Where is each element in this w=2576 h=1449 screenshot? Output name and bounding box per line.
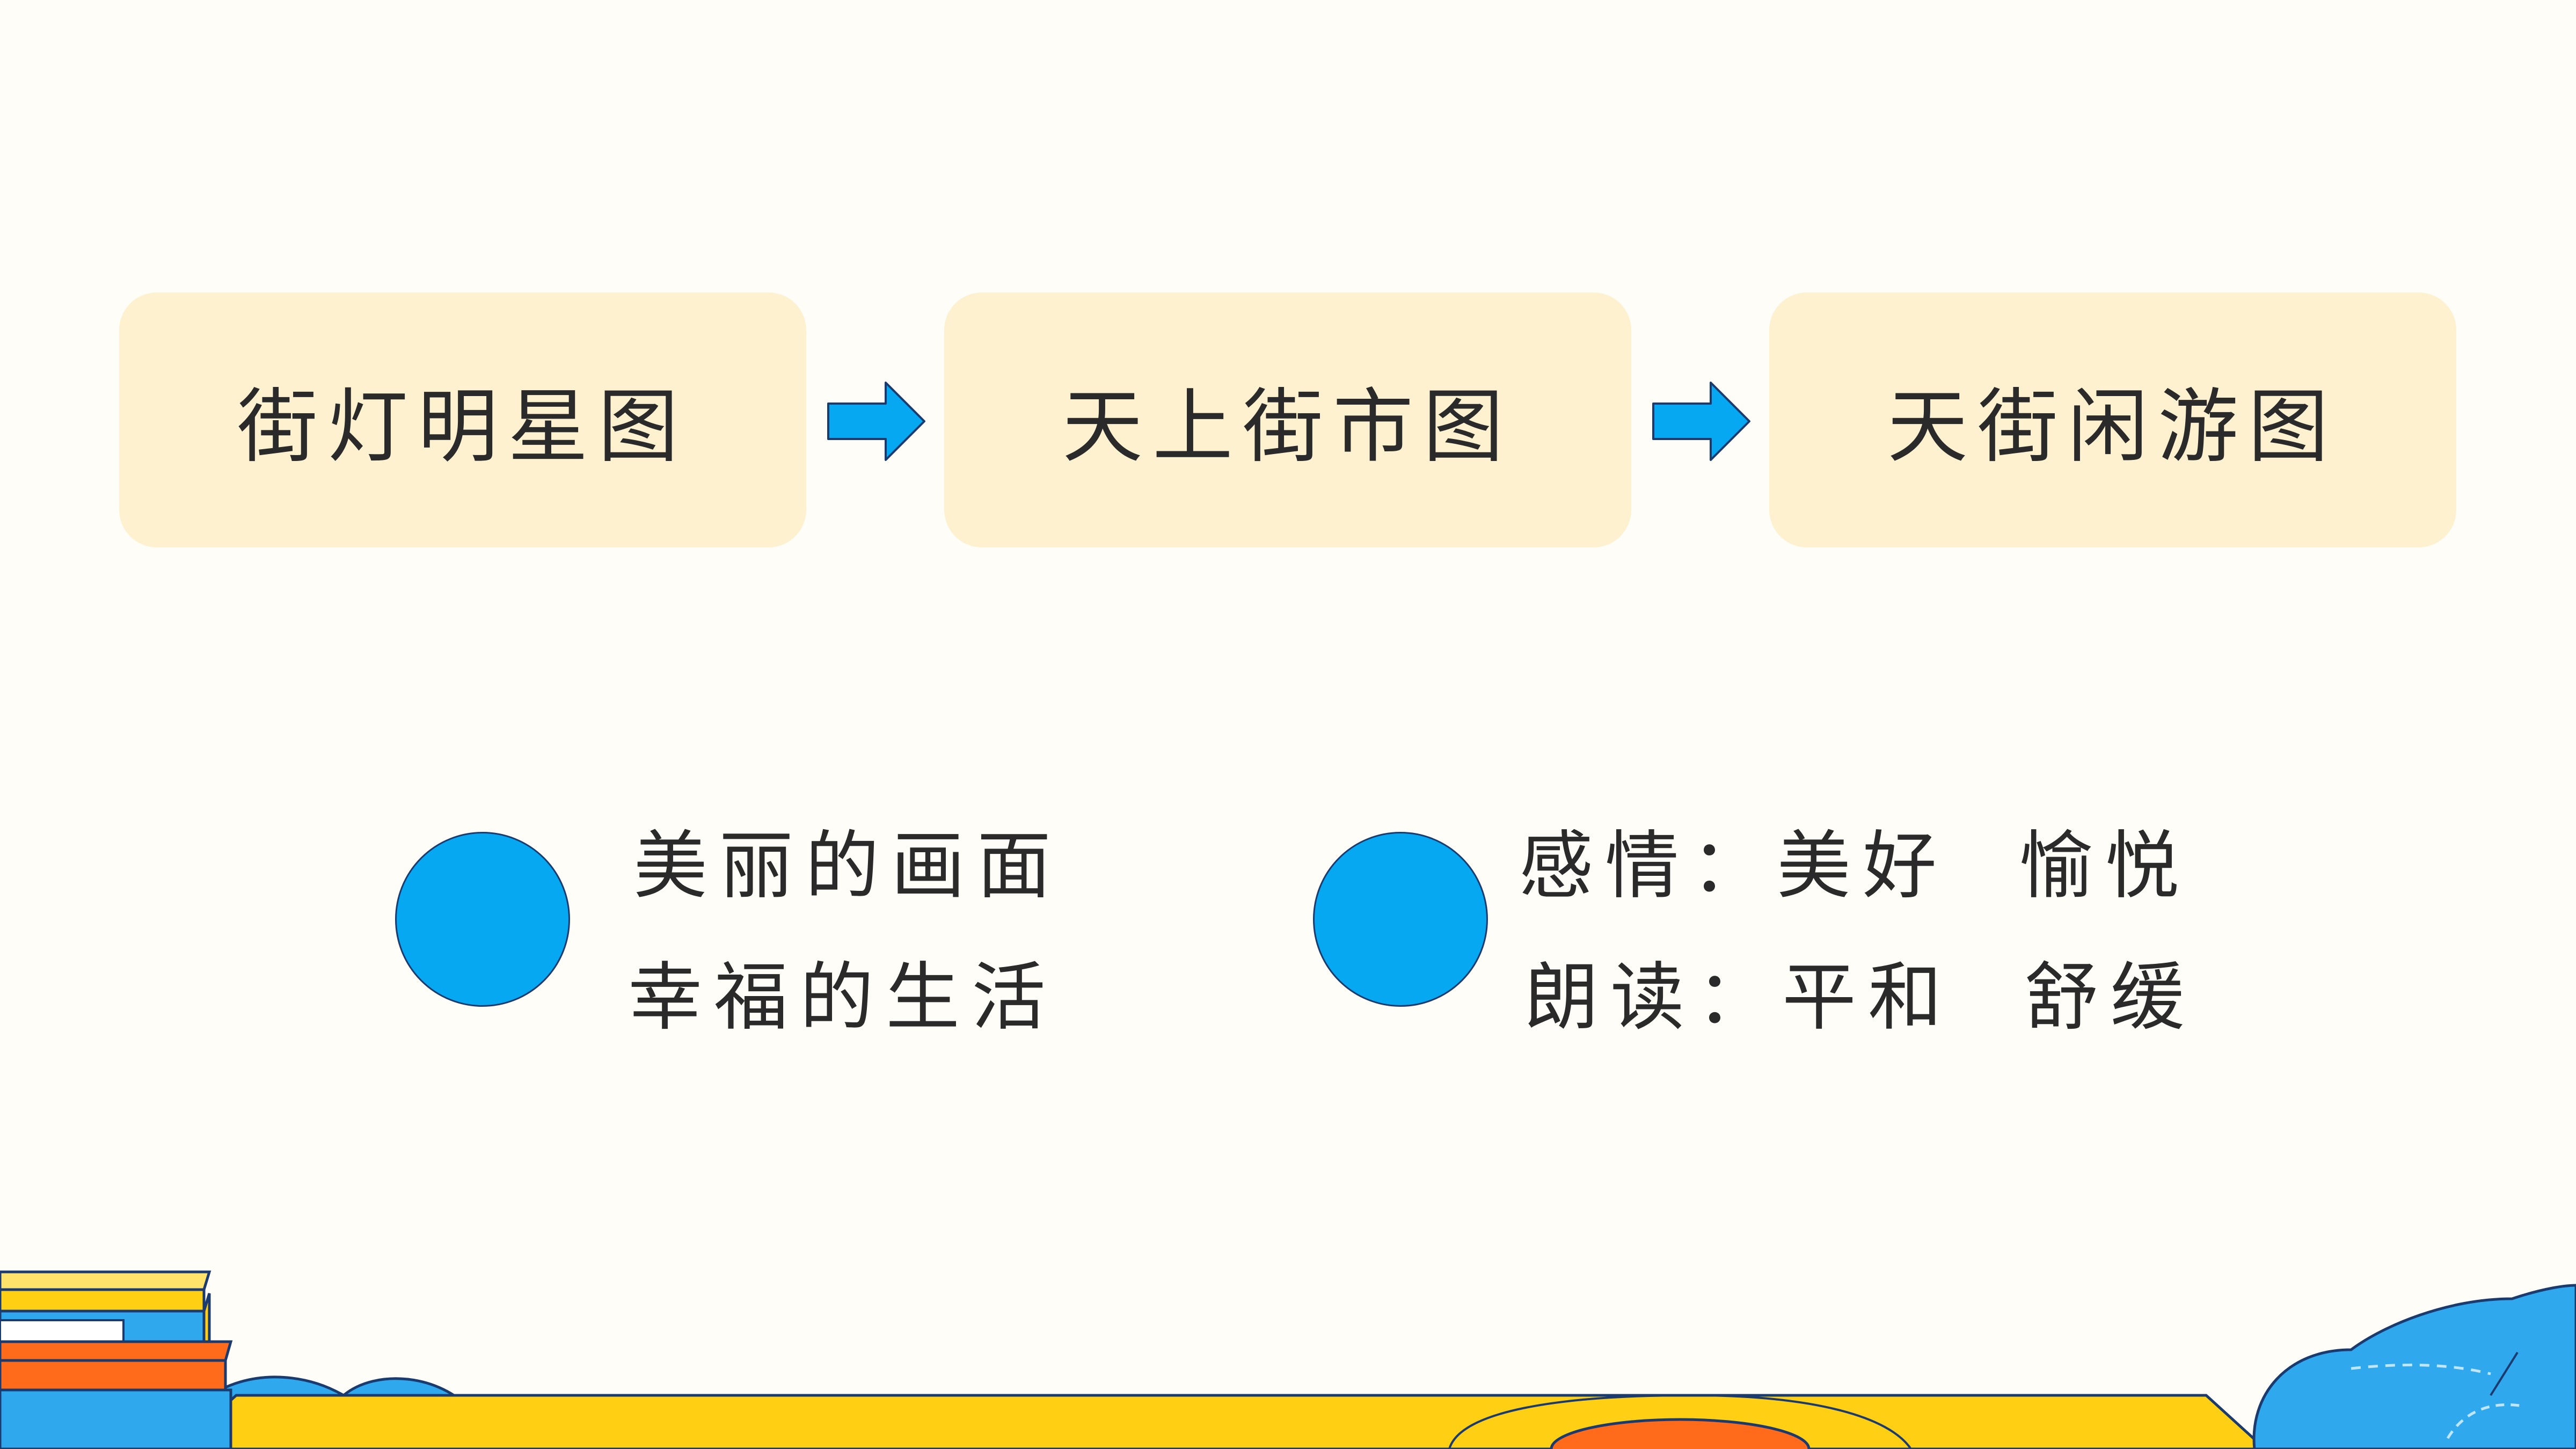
flow-step-1-label: 街灯明星图 [237, 380, 688, 474]
flow-step-2-label: 天上街市图 [1062, 380, 1513, 474]
summary-left-line-2: 幸福的生活 [628, 954, 1058, 1041]
flow-step-3: 天街闲游图 [1769, 292, 2456, 547]
orange-plate [1550, 1418, 1811, 1449]
cloud-right-icon [2252, 1284, 2576, 1449]
decorative-footer [0, 1270, 2576, 1449]
flow-step-1: 街灯明星图 [119, 292, 806, 547]
circle-bullet-icon [395, 832, 570, 1007]
circle-bullet-icon [1313, 832, 1488, 1007]
table-top [175, 1394, 2267, 1449]
summary-right-line-1: 感情：美好 愉悦 [1519, 823, 2191, 909]
arrow-right-icon [827, 382, 925, 461]
flow-step-2: 天上街市图 [944, 292, 1631, 547]
summary-right-line-2: 朗读：平和 舒缓 [1524, 954, 2196, 1041]
arrow-right-icon [1652, 382, 1750, 461]
flow-step-3-label: 天街闲游图 [1887, 380, 2338, 474]
summary-left-line-1: 美丽的画面 [633, 823, 1063, 909]
book-stack-icon [0, 1270, 233, 1449]
